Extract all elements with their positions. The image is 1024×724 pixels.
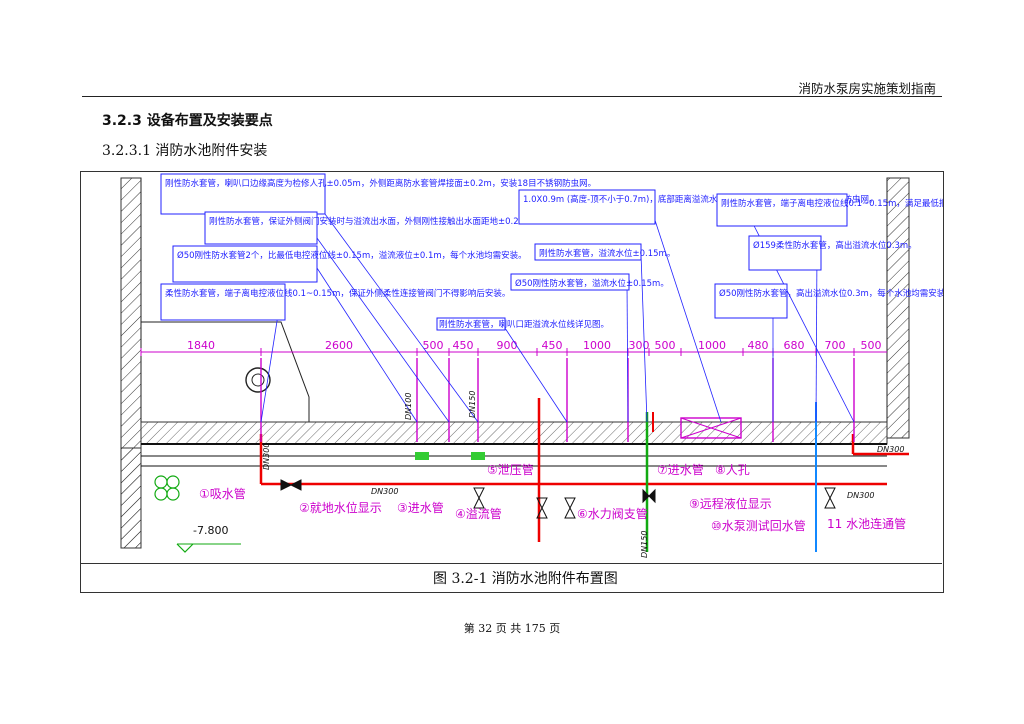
dimension-14: 500: [861, 339, 882, 352]
dimension-9: 500: [655, 339, 676, 352]
pipe-size-dn100: DN100: [404, 393, 413, 420]
suction-inlet: [245, 367, 271, 393]
note-11: Ø50刚性防水套管，高出溢流水位0.3m，每个水池均需安装。: [719, 288, 943, 299]
dimension-5: 900: [497, 339, 518, 352]
label-local-level: ②就地水位显示: [299, 500, 382, 515]
dimension-3: 500: [423, 339, 444, 352]
label-test-return-pipe: ⑩水泵测试回水管: [711, 518, 806, 533]
dimension-1: 1840: [187, 339, 215, 352]
right-wall: [886, 177, 910, 439]
note-1: 刚性防水套管，喇叭口边缘高度为检修人孔±0.05m，外侧距离防水套管焊接面±0.…: [165, 178, 596, 189]
label-inlet-pipe-2: ⑦进水管: [657, 462, 704, 477]
dimension-4: 450: [453, 339, 474, 352]
dimension-10: 1000: [698, 339, 726, 352]
pipe-size-dn150-1: DN150: [468, 391, 477, 418]
note-3: Ø50刚性防水套管2个，比最低电控液位线±0.15m，溢流液位±0.1m，每个水…: [177, 250, 527, 261]
manhole: [680, 417, 742, 439]
pipe-size-dn300-3: DN300: [877, 445, 904, 454]
dimension-8: 300: [629, 339, 650, 352]
dimension-11: 480: [748, 339, 769, 352]
pipe-size-dn150-2: DN150: [640, 531, 649, 558]
overflow-grille: [471, 452, 485, 460]
page-number: 第 32 页 共 175 页: [463, 622, 561, 635]
dimension-6: 450: [542, 339, 563, 352]
page-header-title: 消防水泵房实施策划指南: [798, 81, 936, 96]
pipe-size-dn300-4: DN300: [262, 443, 271, 470]
note-2: 刚性防水套管，保证外侧阀门安装时与溢流出水面，外侧刚性接触出水面距地±0.2m。: [209, 216, 535, 227]
subsection-heading: 3.2.3.1 消防水池附件安装: [102, 143, 268, 159]
note-7: 刚性防水套管，溢流水位±0.15m。: [539, 248, 675, 259]
label-suction-pipe: ①吸水管: [199, 486, 246, 501]
label-pool-connection-pipe: 11 水池连通管: [827, 516, 906, 531]
local-level-indicator: [415, 452, 429, 460]
floor-slab: [140, 421, 888, 445]
label-manhole: ⑧人孔: [715, 463, 750, 477]
note-6: 1.0X0.9m (高度-顶不小于0.7m)，底部距离溢流水位0.3m，带钢门底…: [523, 194, 877, 205]
label-inlet-pipe: ③进水管: [397, 500, 444, 515]
note-9: 刚性防水套管，端子离电控液位线0.1~0.15m，满足最低报警液位不得低于最低水…: [721, 198, 943, 209]
note-10: Ø159柔性防水套管，高出溢流水位0.3m。: [753, 240, 917, 251]
dimension-7: 1000: [583, 339, 611, 352]
elevation-label: -7.800: [193, 524, 228, 537]
figure-caption-bar: 图 3.2-1 消防水池附件布置图: [80, 563, 942, 592]
section-heading: 3.2.3 设备布置及安装要点: [102, 113, 273, 129]
suction-sump: [140, 321, 310, 423]
figure-caption: 图 3.2-1 消防水池附件布置图: [433, 571, 618, 587]
pump-symbols: [154, 475, 180, 501]
pipe-size-dn300-1: DN300: [371, 487, 398, 496]
label-hydraulic-valve-branch: ⑥水力阀支管: [577, 506, 648, 521]
pump-room-wall: [120, 447, 142, 549]
figure-frame: 1840 2600 500 450 900 450 1000 300 500 1…: [80, 171, 1024, 593]
pipe-size-dn300-2: DN300: [847, 491, 874, 500]
valve-cluster: [280, 479, 836, 519]
note-4: 柔性防水套管，端子离电控液位线0.1~0.15m，保证外侧柔性连接管阀门不得影响…: [165, 288, 510, 299]
label-overflow-pipe: ④溢流管: [455, 506, 502, 521]
dimension-2: 2600: [325, 339, 353, 352]
pool-fittings-drawing: 1840 2600 500 450 900 450 1000 300 500 1…: [120, 173, 1024, 558]
note-5: 刚性防水套管，喇叭口距溢流水位线详见图。: [439, 319, 609, 330]
dimension-13: 700: [825, 339, 846, 352]
note-8: Ø50刚性防水套管，溢流水位±0.15m。: [515, 278, 669, 289]
label-relief-pipe: ⑤泄压管: [487, 462, 534, 477]
header-rule: [82, 96, 942, 97]
dimension-12: 680: [784, 339, 805, 352]
label-remote-level: ⑨远程液位显示: [689, 496, 772, 511]
